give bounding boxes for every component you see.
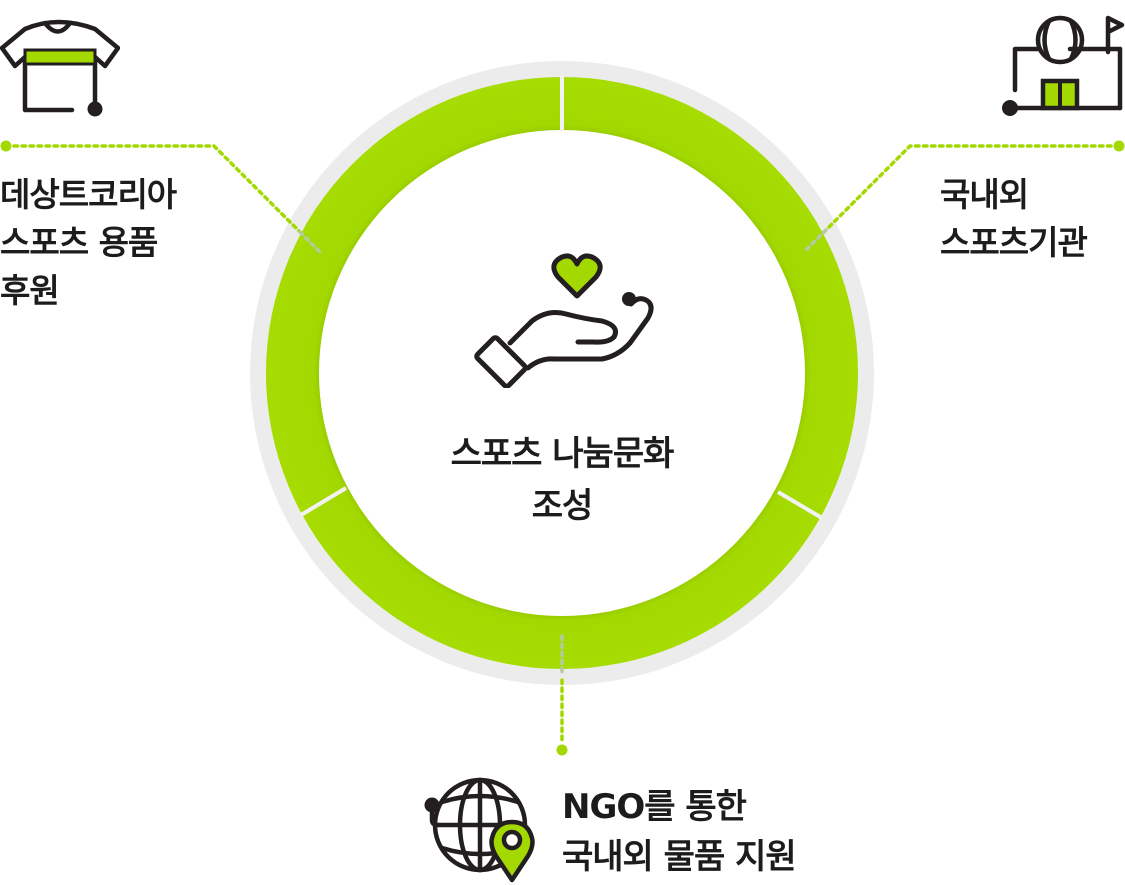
center-title-line2: 조성 bbox=[531, 486, 594, 526]
connector-left bbox=[0, 140, 324, 256]
label-line: 스포츠 용품 bbox=[0, 223, 158, 262]
divider-lower-right bbox=[776, 490, 824, 520]
center-title: 스포츠 나눔문화 조성 bbox=[362, 428, 762, 532]
node-label-institutions: 국내외 스포츠기관 bbox=[940, 171, 1088, 267]
sports-facility-icon bbox=[1002, 15, 1125, 116]
label-line: NGO를 통한 bbox=[562, 787, 747, 827]
connector-bottom bbox=[556, 634, 568, 756]
node-label-apparel: 데상트코리아 스포츠 용품 후원 bbox=[0, 171, 177, 315]
divider-lower-left bbox=[299, 486, 348, 517]
label-line: 후원 bbox=[0, 271, 60, 310]
connector-right bbox=[802, 140, 1125, 254]
label-line: 국내외 bbox=[940, 175, 1029, 214]
center-title-line1: 스포츠 나눔문화 bbox=[450, 434, 675, 474]
label-line: 스포츠기관 bbox=[940, 223, 1088, 262]
hand-heart-icon bbox=[474, 253, 654, 388]
globe-pin-icon bbox=[424, 777, 535, 883]
label-line: 데상트코리아 bbox=[0, 175, 177, 214]
node-label-ngo: NGO를 통한 국내외 물품 지원 bbox=[562, 782, 797, 882]
label-line: 국내외 물품 지원 bbox=[562, 837, 797, 877]
center-disc bbox=[319, 130, 805, 616]
jersey-icon bbox=[0, 19, 120, 117]
